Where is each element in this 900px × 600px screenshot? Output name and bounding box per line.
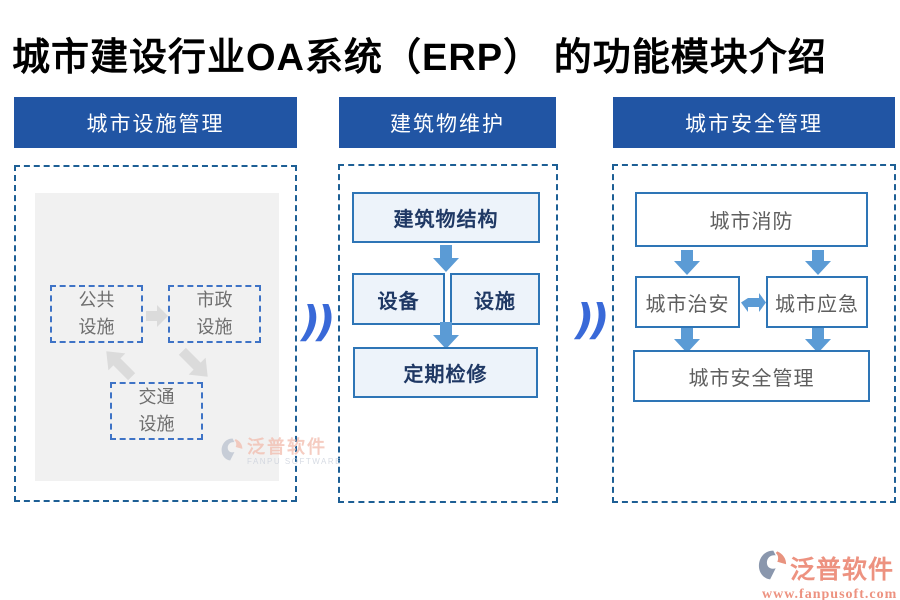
node-label-line: 设施	[78, 317, 115, 337]
arrow-down-icon	[805, 328, 831, 353]
panel-building-maintenance	[338, 164, 558, 503]
arrow-down-icon	[433, 322, 459, 349]
node-label-line: 公共	[78, 290, 115, 310]
node-city-safety-management: 城市安全管理	[633, 350, 870, 402]
arrow-down-icon	[433, 245, 459, 272]
node-traffic-facilities: 交通 设施	[110, 382, 203, 440]
panel-city-safety	[612, 164, 896, 503]
page-title: 城市建设行业OA系统（ERP） 的功能模块介绍	[12, 37, 827, 79]
node-city-security: 城市治安	[635, 276, 740, 328]
footer-brand: 泛普软件 www.fanpusoft.com	[758, 549, 897, 600]
panel-city-facilities	[14, 165, 297, 502]
chevron-separator-icon: ))	[575, 295, 609, 344]
watermark-brand-en: FANPU SOFTWARE	[247, 457, 342, 466]
node-city-fire: 城市消防	[635, 192, 868, 247]
footer-brand-url: www.fanpusoft.com	[762, 587, 898, 600]
node-equipment: 设备	[352, 273, 445, 325]
node-city-emergency: 城市应急	[766, 276, 868, 328]
node-municipal-facilities: 市政 设施	[168, 285, 261, 343]
column-header-city-safety: 城市安全管理	[613, 97, 895, 148]
node-label-line: 交通	[138, 387, 175, 407]
arrow-right-icon	[146, 305, 168, 327]
footer-brand-name: 泛普软件	[790, 555, 895, 584]
node-public-facilities: 公共 设施	[50, 285, 143, 343]
node-periodic-inspection: 定期检修	[353, 347, 538, 398]
watermark: 泛普软件 FANPU SOFTWARE	[221, 437, 342, 467]
column-header-building-maintenance: 建筑物维护	[339, 97, 556, 148]
watermark-brand: 泛普软件	[247, 437, 327, 457]
arrow-down-icon	[805, 250, 831, 275]
chevron-separator-icon: ))	[301, 297, 335, 346]
node-label-line: 设施	[138, 414, 175, 434]
node-building-structure: 建筑物结构	[352, 192, 540, 243]
column-header-city-facilities: 城市设施管理	[14, 97, 297, 148]
arrow-left-right-icon	[741, 293, 766, 312]
node-facility: 设施	[450, 273, 540, 325]
arrow-down-right-icon	[174, 343, 216, 385]
fanpu-logo-icon	[221, 437, 243, 467]
arrow-down-icon	[674, 250, 700, 275]
arrow-down-icon	[674, 328, 700, 353]
node-label-line: 市政	[196, 290, 233, 310]
cycle-diagram-background	[35, 193, 279, 481]
node-label-line: 设施	[196, 317, 233, 337]
arrow-up-left-icon	[98, 343, 140, 385]
fanpu-logo-icon	[758, 549, 787, 586]
